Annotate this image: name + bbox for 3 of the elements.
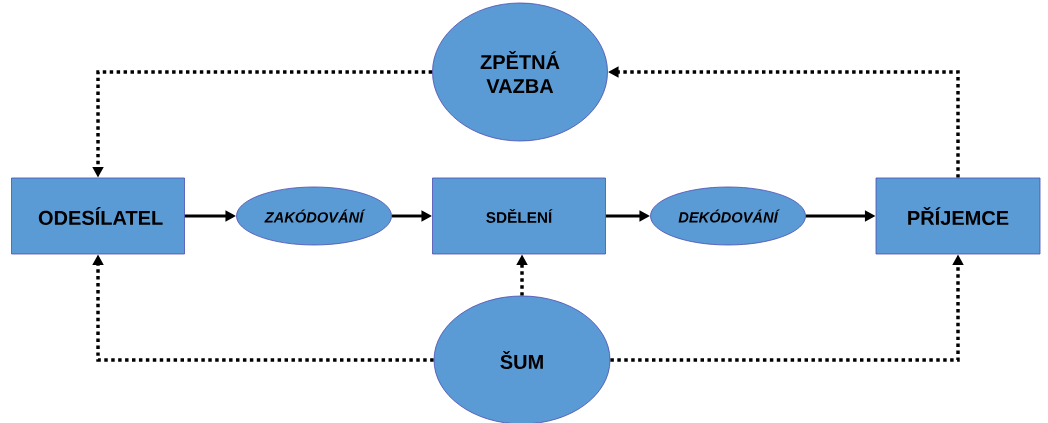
sender-box: ODESÍLATEL (11, 177, 185, 255)
message-box: SDĚLENÍ (432, 177, 606, 255)
receiver-box: PŘÍJEMCE (875, 177, 1041, 255)
